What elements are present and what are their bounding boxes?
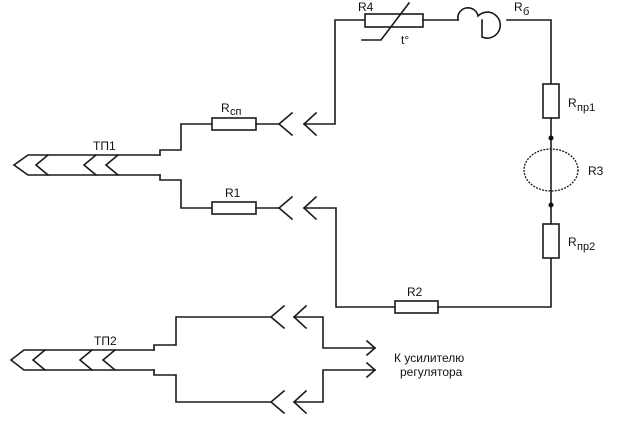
resistor-r-pr2 bbox=[542, 223, 560, 259]
tp1-chevron bbox=[104, 153, 120, 177]
r-pr1-label-main: R bbox=[568, 96, 577, 110]
wire bbox=[303, 19, 366, 125]
r-pr2-label-sub: пр2 bbox=[577, 241, 595, 253]
resistor-r1 bbox=[211, 201, 257, 215]
r4-label: R4 bbox=[358, 0, 374, 14]
connector-plug bbox=[277, 111, 294, 137]
wire bbox=[153, 316, 272, 351]
r2-label: R2 bbox=[407, 285, 423, 299]
r-sp-label-main: R bbox=[221, 101, 230, 115]
tp2-chevron bbox=[31, 348, 47, 372]
wire bbox=[293, 316, 376, 349]
tp1-chevron bbox=[34, 153, 50, 177]
thermocouple-tp1: ТП1 bbox=[12, 139, 161, 177]
output-label-line1: К усилителю bbox=[394, 351, 464, 365]
connector-plug bbox=[277, 195, 294, 221]
wire bbox=[506, 19, 552, 85]
wire bbox=[153, 369, 272, 403]
tp2-chevron bbox=[78, 348, 94, 372]
wire bbox=[159, 174, 213, 209]
r1-label: R1 bbox=[225, 186, 241, 200]
r4-temp-label: t° bbox=[401, 33, 409, 47]
connector-plug bbox=[269, 304, 286, 330]
tp2-label: ТП2 bbox=[94, 334, 117, 348]
thermistor-slash bbox=[361, 1, 411, 41]
wire bbox=[159, 123, 213, 156]
resistor-r2 bbox=[394, 300, 439, 314]
r3-label: R3 bbox=[588, 164, 604, 178]
r-b-label-main: R bbox=[514, 0, 523, 14]
thermocouple-tp2: ТП2 bbox=[9, 334, 155, 372]
output-label-line2: регулятора bbox=[400, 365, 463, 379]
tp1-chevron bbox=[82, 153, 98, 177]
tp2-sheath bbox=[9, 349, 155, 371]
resistor-r-sp bbox=[211, 117, 257, 131]
output-arrow bbox=[365, 361, 377, 379]
output-arrow bbox=[365, 339, 377, 357]
thermistor-r4 bbox=[364, 13, 424, 28]
connector-plug bbox=[269, 389, 286, 415]
bimetal-element-r-b bbox=[457, 7, 502, 39]
junction-dot bbox=[548, 135, 554, 141]
tp1-label: ТП1 bbox=[93, 139, 116, 153]
wire bbox=[437, 254, 552, 308]
wire bbox=[303, 207, 396, 308]
tp1-sheath bbox=[12, 154, 161, 176]
r-pr2-label-main: R bbox=[568, 235, 577, 249]
resistor-r-pr1 bbox=[542, 83, 560, 119]
wire bbox=[293, 369, 376, 403]
junction-dot bbox=[548, 202, 554, 208]
r-b-label-sub: б bbox=[523, 6, 529, 18]
r-pr1-label-sub: пр1 bbox=[577, 102, 595, 114]
r-sp-label-sub: сп bbox=[230, 106, 242, 118]
tp2-chevron bbox=[101, 348, 117, 372]
heater-r3 bbox=[523, 148, 579, 192]
